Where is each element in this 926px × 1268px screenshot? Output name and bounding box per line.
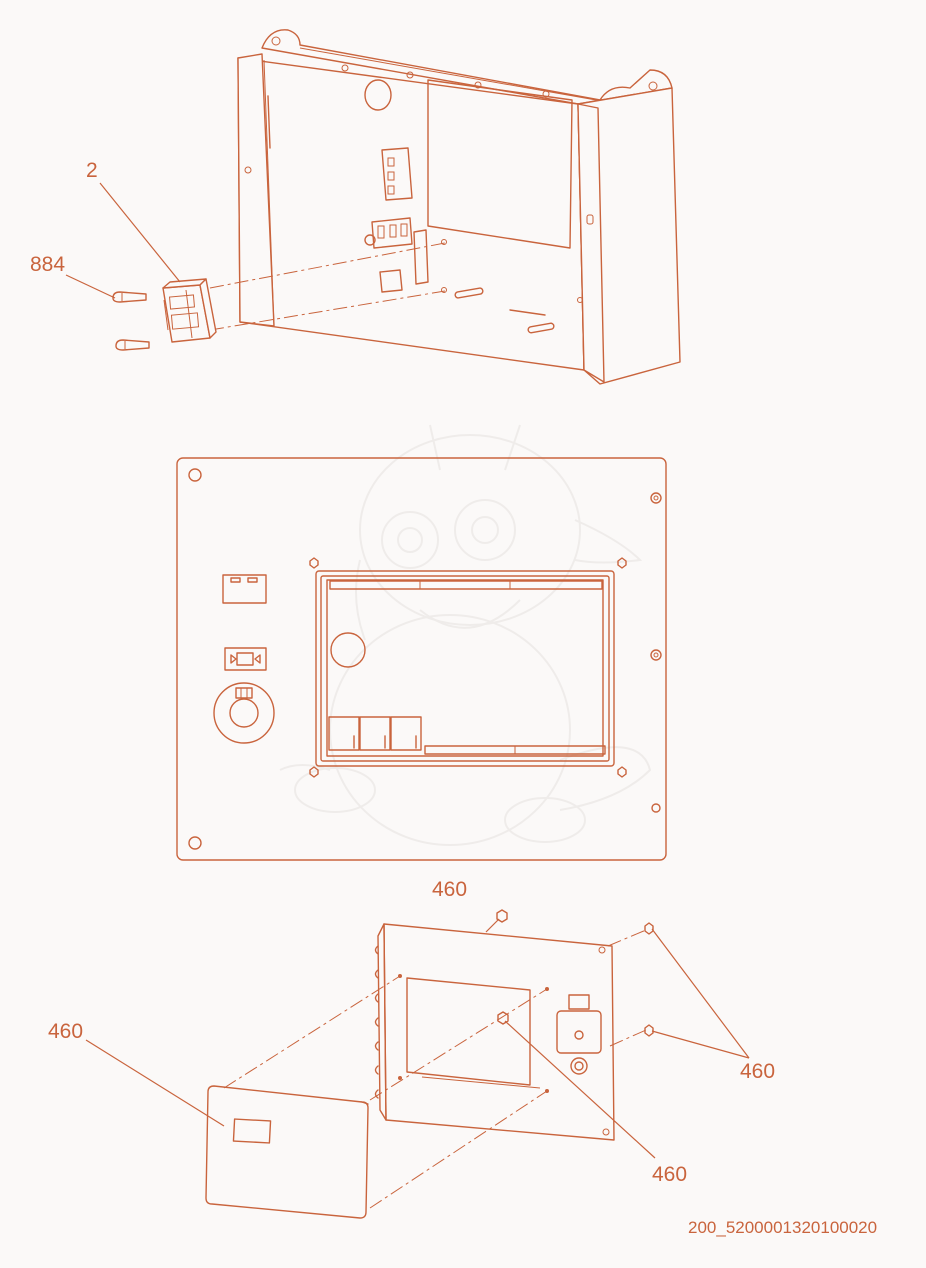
mounting-panel: [374, 923, 615, 1141]
dragon-mascot-watermark: [279, 424, 652, 846]
leader-part-2: [99, 182, 181, 283]
front-panel-plate: [176, 457, 667, 861]
assembly-path-lines: [209, 242, 446, 331]
screw-884: [112, 291, 150, 351]
control-module: [162, 278, 217, 343]
leader-part-884: [65, 274, 116, 299]
control-box-housing: [237, 29, 681, 385]
document-number: 200_5200001320100020: [688, 1218, 877, 1237]
callout-cover-left: 460: [48, 1020, 83, 1043]
display-cover: [205, 1085, 369, 1219]
callout-part-2: 2: [86, 159, 98, 182]
callout-nuts-right: 460: [740, 1060, 775, 1083]
callout-nut-top: 460: [432, 878, 467, 901]
assembly-path-lines-bottom: [223, 929, 647, 1209]
callout-nut-center: 460: [652, 1163, 687, 1186]
callout-part-884: 884: [30, 253, 65, 276]
callout-leaders: [85, 918, 750, 1159]
